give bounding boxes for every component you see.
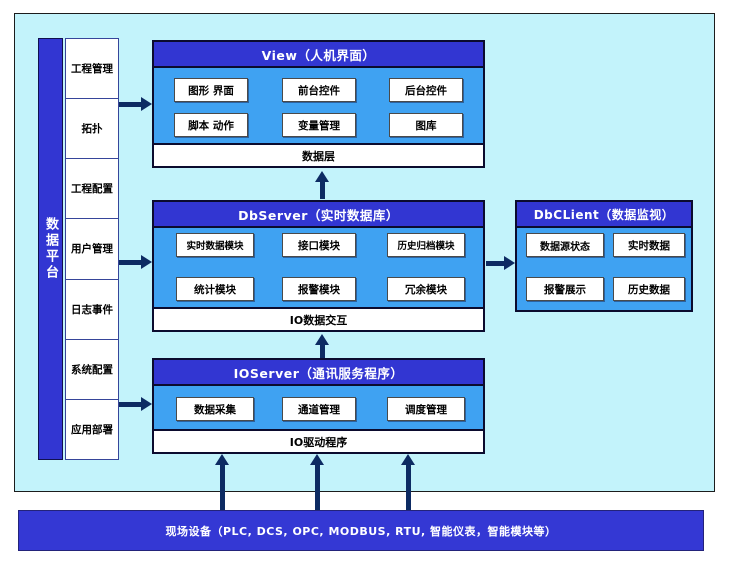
dbserver-box: DbServer（实时数据库） 实时数据模块 接口模块 历史归档模块 统计模块 … xyxy=(152,200,485,332)
ioserver-driver-strip: IO驱动程序 xyxy=(154,429,483,452)
platform-nav-column: 工程管理 拓扑 工程配置 用户管理 日志事件 系统配置 应用部署 xyxy=(65,38,119,460)
dbserver-module-history-archive: 历史归档模块 xyxy=(387,233,465,257)
ioserver-box: IOServer（通讯服务程序） 数据采集 通道管理 调度管理 IO驱动程序 xyxy=(152,358,485,454)
dbclient-module-realtime-data: 实时数据 xyxy=(613,233,685,257)
arrow-field-to-ioserver-1 xyxy=(215,454,229,510)
view-module-variable-management: 变量管理 xyxy=(282,113,356,137)
view-module-front-controls: 前台控件 xyxy=(282,78,356,102)
dbclient-module-history-data: 历史数据 xyxy=(613,277,685,301)
view-module-gallery: 图库 xyxy=(389,113,463,137)
arrow-ioserver-to-dbserver xyxy=(315,334,329,358)
dbserver-module-interface: 接口模块 xyxy=(282,233,356,257)
dbserver-module-alarm: 报警模块 xyxy=(282,277,356,301)
nav-item-topology: 拓扑 xyxy=(65,98,119,160)
dbserver-module-redundancy: 冗余模块 xyxy=(387,277,465,301)
view-module-graphic-interface: 图形 界面 xyxy=(174,78,248,102)
ioserver-module-data-acquisition: 数据采集 xyxy=(176,397,254,421)
view-module-script-actions: 脚本 动作 xyxy=(174,113,248,137)
dbserver-box-title: DbServer（实时数据库） xyxy=(154,202,483,228)
dbclient-box: DbCLient（数据监视） 数据源状态 实时数据 报警展示 历史数据 xyxy=(515,200,693,312)
view-box-title: View（人机界面） xyxy=(154,42,483,68)
dbserver-io-exchange-strip: IO数据交互 xyxy=(154,307,483,330)
nav-item-project-config: 工程配置 xyxy=(65,158,119,220)
dbclient-box-title: DbCLient（数据监视） xyxy=(517,202,691,228)
field-devices-bar: 现场设备（PLC, DCS, OPC, MODBUS, RTU, 智能仪表，智能… xyxy=(18,510,704,551)
arrow-nav-to-ioserver xyxy=(119,397,152,411)
arrow-field-to-ioserver-2 xyxy=(310,454,324,510)
dbclient-module-source-status: 数据源状态 xyxy=(526,233,604,257)
dbclient-module-alarm-display: 报警展示 xyxy=(526,277,604,301)
dbserver-module-realtime-data: 实时数据模块 xyxy=(176,233,254,257)
arrow-dbserver-to-view xyxy=(315,171,329,199)
arrow-nav-to-dbserver xyxy=(119,255,152,269)
arrow-dbserver-to-dbclient xyxy=(486,256,515,270)
view-data-layer-strip: 数据层 xyxy=(154,143,483,166)
ioserver-box-title: IOServer（通讯服务程序） xyxy=(154,360,483,386)
nav-item-log-events: 日志事件 xyxy=(65,278,119,340)
data-platform-bar: 数据平台 xyxy=(38,38,63,460)
arrow-field-to-ioserver-3 xyxy=(401,454,415,510)
view-module-back-controls: 后台控件 xyxy=(389,78,463,102)
dbserver-module-statistics: 统计模块 xyxy=(176,277,254,301)
nav-item-system-config: 系统配置 xyxy=(65,338,119,400)
view-box: View（人机界面） 图形 界面 前台控件 后台控件 脚本 动作 变量管理 图库… xyxy=(152,40,485,168)
ioserver-module-dispatch-management: 调度管理 xyxy=(387,397,465,421)
nav-item-app-deploy: 应用部署 xyxy=(65,398,119,460)
nav-item-project-management: 工程管理 xyxy=(65,38,119,100)
nav-item-user-management: 用户管理 xyxy=(65,218,119,280)
arrow-nav-to-view xyxy=(119,97,152,111)
ioserver-module-channel-management: 通道管理 xyxy=(282,397,356,421)
